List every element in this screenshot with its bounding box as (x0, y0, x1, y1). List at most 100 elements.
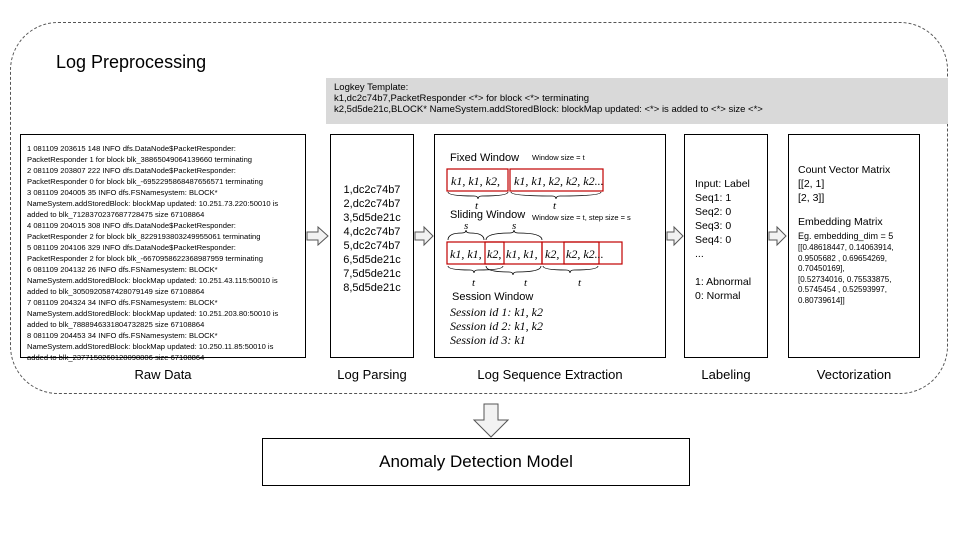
raw-line: added to blk_7888946331804732825 size 67… (27, 320, 205, 329)
raw-line: NameSystem.addStoredBlock: blockMap upda… (27, 342, 274, 351)
log-parsing-panel: 1,dc2c74b7 2,dc2c74b7 3,5d5de21c 4,dc2c7… (330, 134, 414, 358)
normal-legend: 0: Normal (695, 290, 741, 302)
model-label: Anomaly Detection Model (379, 452, 573, 471)
embedding-row: [0.52734016, 0.75533875, (798, 274, 892, 284)
embedding-row: 0.9505682 , 0.69654269, (798, 253, 887, 263)
sliding-t-label: t (524, 277, 528, 289)
parsed-line: 4,dc2c74b7 (343, 226, 401, 238)
count-vector-row: [2, 3]] (798, 192, 825, 204)
template-line-2: k2,5d5de21c,BLOCK* NameSystem.addStoredB… (334, 104, 763, 115)
parsed-line: 2,dc2c74b7 (343, 198, 401, 210)
embedding-row: [[0.48618447, 0.14063914, (798, 243, 894, 252)
raw-line: PacketResponder 0 for block blk_-6952295… (27, 177, 263, 186)
sequence-extraction-panel: Fixed Window Window size = t k1, k1, k2,… (434, 134, 666, 358)
abnormal-legend: 1: Abnormal (695, 276, 752, 288)
extraction-caption: Log Sequence Extraction (477, 367, 623, 382)
embedding-row: 0.5745454 , 0.52593997, (798, 285, 887, 294)
arrow-down-icon (472, 403, 510, 438)
arrow-right-icon (666, 225, 684, 247)
raw-data-caption: Raw Data (134, 367, 192, 382)
sliding-box (563, 241, 623, 265)
vectorization-panel: Count Vector Matrix [[2, 1] [2, 3]] Embe… (788, 134, 920, 358)
seq-label: Seq1: 1 (695, 192, 732, 204)
seq-label: Seq2: 0 (695, 206, 732, 218)
session-line: Session id 3: k1 (450, 333, 526, 347)
fixed-window-note: Window size = t (532, 153, 586, 162)
raw-line: NameSystem.addStoredBlock: blockMap upda… (27, 309, 279, 318)
raw-data-panel: 1 081109 203615 148 INFO dfs.DataNode$Pa… (20, 134, 306, 362)
raw-line: 2 081109 203807 222 INFO dfs.DataNode$Pa… (27, 166, 236, 175)
raw-line: added to blk_2377150260128098806 size 67… (27, 353, 205, 362)
seq-ellipsis: ... (695, 248, 704, 260)
session-window-title: Session Window (452, 291, 533, 303)
fixed-t-label: t (553, 200, 557, 212)
fixed-brace (510, 191, 602, 200)
sliding-cell: k2, (487, 247, 501, 261)
sliding-s-label: s (512, 220, 516, 232)
raw-line: added to blk_7128370237687728475 size 67… (27, 210, 205, 219)
count-vector-row: [[2, 1] (798, 178, 825, 190)
raw-line: 1 081109 203615 148 INFO dfs.DataNode$Pa… (27, 144, 236, 153)
raw-line: 8 081109 204453 34 INFO dfs.FSNamesystem… (27, 331, 218, 340)
sliding-top-brace (447, 229, 485, 241)
sliding-cell: k2, k2... (566, 247, 604, 261)
arrow-right-icon (306, 225, 329, 247)
raw-line: 4 081109 204015 308 INFO dfs.DataNode$Pa… (27, 221, 236, 230)
embedding-title: Embedding Matrix (798, 216, 883, 228)
template-line-1: k1,dc2c74b7,PacketResponder <*> for bloc… (334, 93, 590, 104)
fixed-window-box-2 (509, 168, 604, 192)
count-vector-title: Count Vector Matrix (798, 164, 891, 176)
extraction-diagram: Fixed Window Window size = t k1, k1, k2,… (446, 152, 631, 347)
sliding-cell: k2, (545, 247, 559, 261)
raw-line: PacketResponder 2 for block blk_82291938… (27, 232, 261, 241)
parsed-line: 6,5d5de21c (343, 254, 401, 266)
raw-line: 3 081109 204005 35 INFO dfs.FSNamesystem… (27, 188, 218, 197)
arrow-right-icon (414, 225, 434, 247)
sliding-window-note: Window size = t, step size = s (532, 213, 631, 222)
raw-line: NameSystem.addStoredBlock: blockMap upda… (27, 199, 279, 208)
section-title: Log Preprocessing (56, 52, 207, 72)
sliding-bottom-brace (542, 265, 599, 274)
sliding-t-label: t (472, 277, 476, 289)
sliding-cell: k1, k1, (506, 247, 538, 261)
parsed-line: 3,5d5de21c (343, 212, 401, 224)
preprocessing-frame (10, 22, 948, 394)
logkey-template-box: Logkey Template: k1,dc2c74b7,PacketRespo… (326, 78, 948, 124)
fixed-window-title: Fixed Window (450, 152, 519, 164)
arrow-right-icon (768, 225, 787, 247)
parsed-line: 7,5d5de21c (343, 268, 401, 280)
sliding-bottom-brace (485, 265, 542, 276)
sliding-cell: k1, k1, (450, 247, 482, 261)
sliding-box (446, 241, 505, 265)
sliding-window-title: Sliding Window (450, 209, 525, 221)
session-line: Session id 1: k1, k2 (450, 305, 543, 319)
fixed-window-box-1 (446, 168, 509, 192)
parsed-line: 5,dc2c74b7 (343, 240, 401, 252)
raw-line: 6 081109 204132 26 INFO dfs.FSNamesystem… (27, 265, 218, 274)
raw-line: PacketResponder 1 for block blk_38865049… (27, 155, 253, 164)
log-parsing-caption: Log Parsing (337, 367, 407, 382)
sliding-bottom-brace (447, 265, 504, 274)
sliding-t-label: t (578, 277, 582, 289)
session-line: Session id 2: k1, k2 (450, 319, 543, 333)
parsed-line: 1,dc2c74b7 (343, 184, 401, 196)
sliding-s-label: s (464, 220, 468, 232)
vectorization-caption: Vectorization (816, 367, 892, 382)
seq-label: Seq3: 0 (695, 220, 732, 232)
embedding-row: 0.80739614]] (798, 295, 845, 305)
template-heading: Logkey Template: (334, 82, 409, 93)
raw-line: 7 081109 204324 34 INFO dfs.FSNamesystem… (27, 298, 218, 307)
raw-line: NameSystem.addStoredBlock: blockMap upda… (27, 276, 278, 285)
sliding-top-brace (485, 229, 543, 241)
fixed-window-seq-1: k1, k1, k2, (451, 174, 500, 188)
labeling-panel: Input: Label Seq1: 1 Seq2: 0 Seq3: 0 Seq… (684, 134, 768, 358)
seq-label: Seq4: 0 (695, 234, 732, 246)
raw-line: added to blk_3050920587428079149 size 67… (27, 287, 205, 296)
anomaly-detection-model-box: Anomaly Detection Model (262, 438, 690, 486)
parsed-line: 8,5d5de21c (343, 282, 401, 294)
fixed-window-seq-2: k1, k1, k2, k2, k2... (514, 174, 604, 188)
fixed-brace (447, 191, 509, 200)
embedding-dim: Eg. embedding_dim = 5 (798, 231, 894, 241)
fixed-t-label: t (475, 200, 479, 212)
